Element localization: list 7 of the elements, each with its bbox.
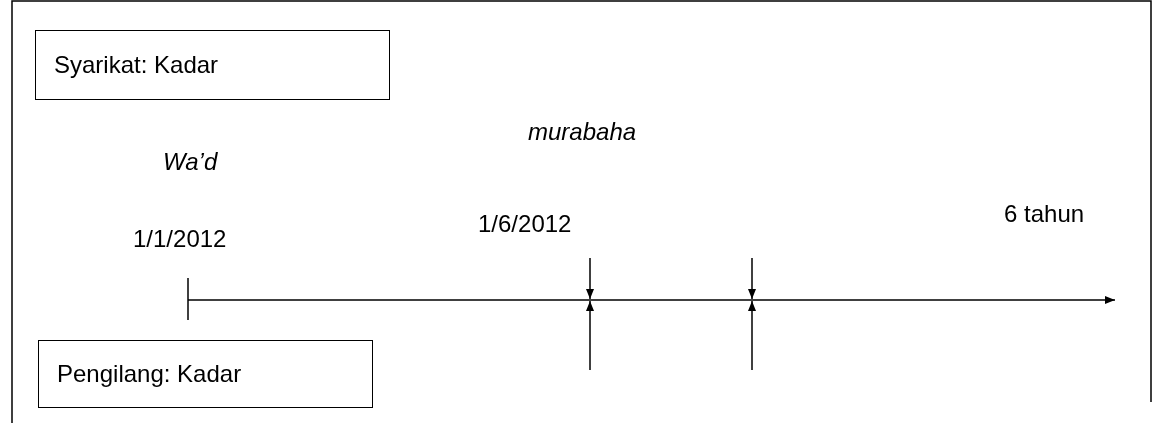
party-box: Pengilang: Kadar bbox=[38, 340, 373, 408]
duration-label: 6 tahun bbox=[1004, 200, 1085, 228]
event-label: Wa’d bbox=[163, 148, 218, 176]
party-box: Syarikat: Kadar bbox=[35, 30, 390, 100]
date-label: 1/1/2012 bbox=[133, 225, 227, 253]
event-label: murabaha bbox=[528, 118, 637, 146]
date-label: 1/6/2012 bbox=[478, 210, 572, 238]
